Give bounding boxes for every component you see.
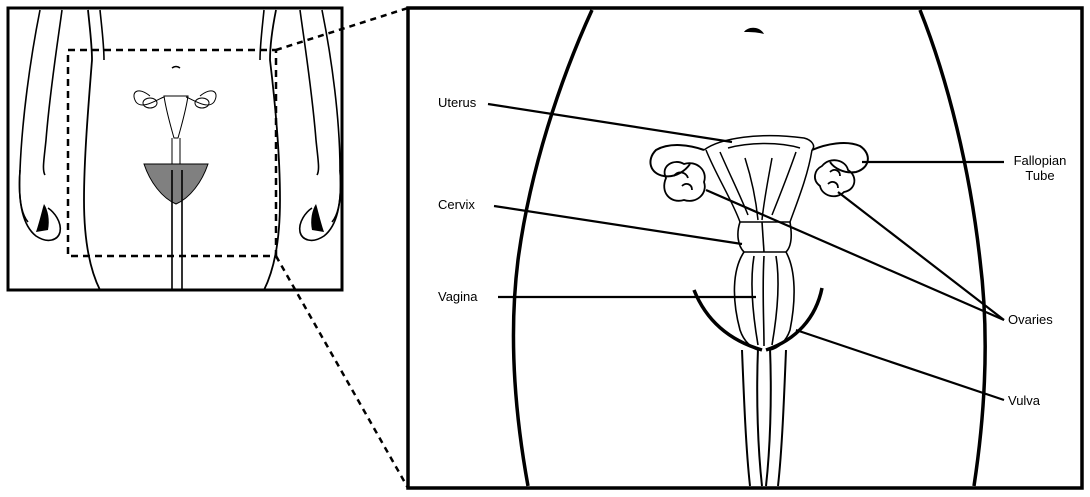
overview-panel [8, 8, 342, 290]
label-cervix: Cervix [438, 197, 475, 212]
label-fallopian-line1: Fallopian [1010, 153, 1070, 168]
label-ovaries: Ovaries [1008, 312, 1053, 327]
label-vulva: Vulva [1008, 393, 1040, 408]
detail-panel [408, 8, 1082, 488]
label-vagina: Vagina [438, 289, 478, 304]
label-fallopian-line2: Tube [1010, 168, 1070, 183]
label-uterus: Uterus [438, 95, 476, 110]
label-fallopian-tube: Fallopian Tube [1010, 153, 1070, 183]
